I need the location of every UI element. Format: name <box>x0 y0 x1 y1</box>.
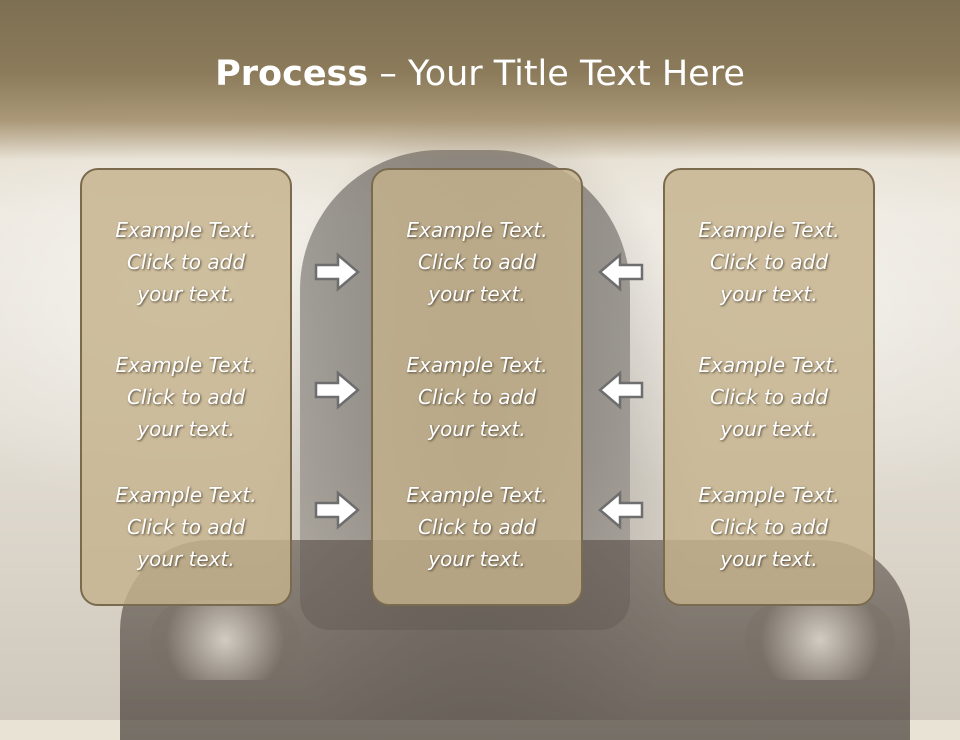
arrow-right-icon <box>314 490 360 530</box>
text-line: Example Text. <box>406 353 548 377</box>
text-item[interactable]: Example Text. Click to add your text. <box>82 349 290 445</box>
text-item[interactable]: Example Text. Click to add your text. <box>373 349 581 445</box>
text-line: Example Text. <box>115 218 257 242</box>
text-line: your text. <box>428 282 526 306</box>
text-line: Click to add <box>126 385 246 409</box>
text-line: Example Text. <box>698 218 840 242</box>
text-line: Click to add <box>417 385 537 409</box>
text-line: your text. <box>720 547 818 571</box>
text-box-middle[interactable]: Example Text. Click to add your text. Ex… <box>371 168 583 606</box>
background-headlight-right <box>745 600 895 680</box>
text-line: Example Text. <box>115 353 257 377</box>
slide-title-bold: Process <box>215 54 369 94</box>
text-line: your text. <box>137 417 235 441</box>
text-line: Example Text. <box>115 483 257 507</box>
text-line: Example Text. <box>406 483 548 507</box>
text-line: your text. <box>720 417 818 441</box>
text-line: your text. <box>428 417 526 441</box>
arrow-left-icon <box>598 252 644 292</box>
text-item[interactable]: Example Text. Click to add your text. <box>373 214 581 310</box>
arrow-left-icon <box>598 370 644 410</box>
arrow-right-icon <box>314 252 360 292</box>
text-line: your text. <box>137 282 235 306</box>
background-headlight-left <box>150 600 300 680</box>
arrow-left-icon <box>598 490 644 530</box>
text-box-right[interactable]: Example Text. Click to add your text. Ex… <box>663 168 875 606</box>
text-line: your text. <box>720 282 818 306</box>
text-line: Click to add <box>709 385 829 409</box>
text-item[interactable]: Example Text. Click to add your text. <box>665 214 873 310</box>
text-line: your text. <box>137 547 235 571</box>
text-line: Click to add <box>709 250 829 274</box>
text-item[interactable]: Example Text. Click to add your text. <box>665 349 873 445</box>
title-band <box>0 0 960 160</box>
text-line: Click to add <box>126 515 246 539</box>
text-line: Click to add <box>417 250 537 274</box>
slide-title-rest: – Your Title Text Here <box>368 54 745 94</box>
slide-title[interactable]: Process – Your Title Text Here <box>0 52 960 96</box>
text-line: Example Text. <box>406 218 548 242</box>
text-item[interactable]: Example Text. Click to add your text. <box>665 479 873 575</box>
text-line: Click to add <box>126 250 246 274</box>
text-item[interactable]: Example Text. Click to add your text. <box>82 214 290 310</box>
text-line: your text. <box>428 547 526 571</box>
arrow-right-icon <box>314 370 360 410</box>
text-line: Click to add <box>709 515 829 539</box>
text-box-left[interactable]: Example Text. Click to add your text. Ex… <box>80 168 292 606</box>
text-item[interactable]: Example Text. Click to add your text. <box>373 479 581 575</box>
text-line: Example Text. <box>698 483 840 507</box>
text-line: Example Text. <box>698 353 840 377</box>
text-item[interactable]: Example Text. Click to add your text. <box>82 479 290 575</box>
text-line: Click to add <box>417 515 537 539</box>
